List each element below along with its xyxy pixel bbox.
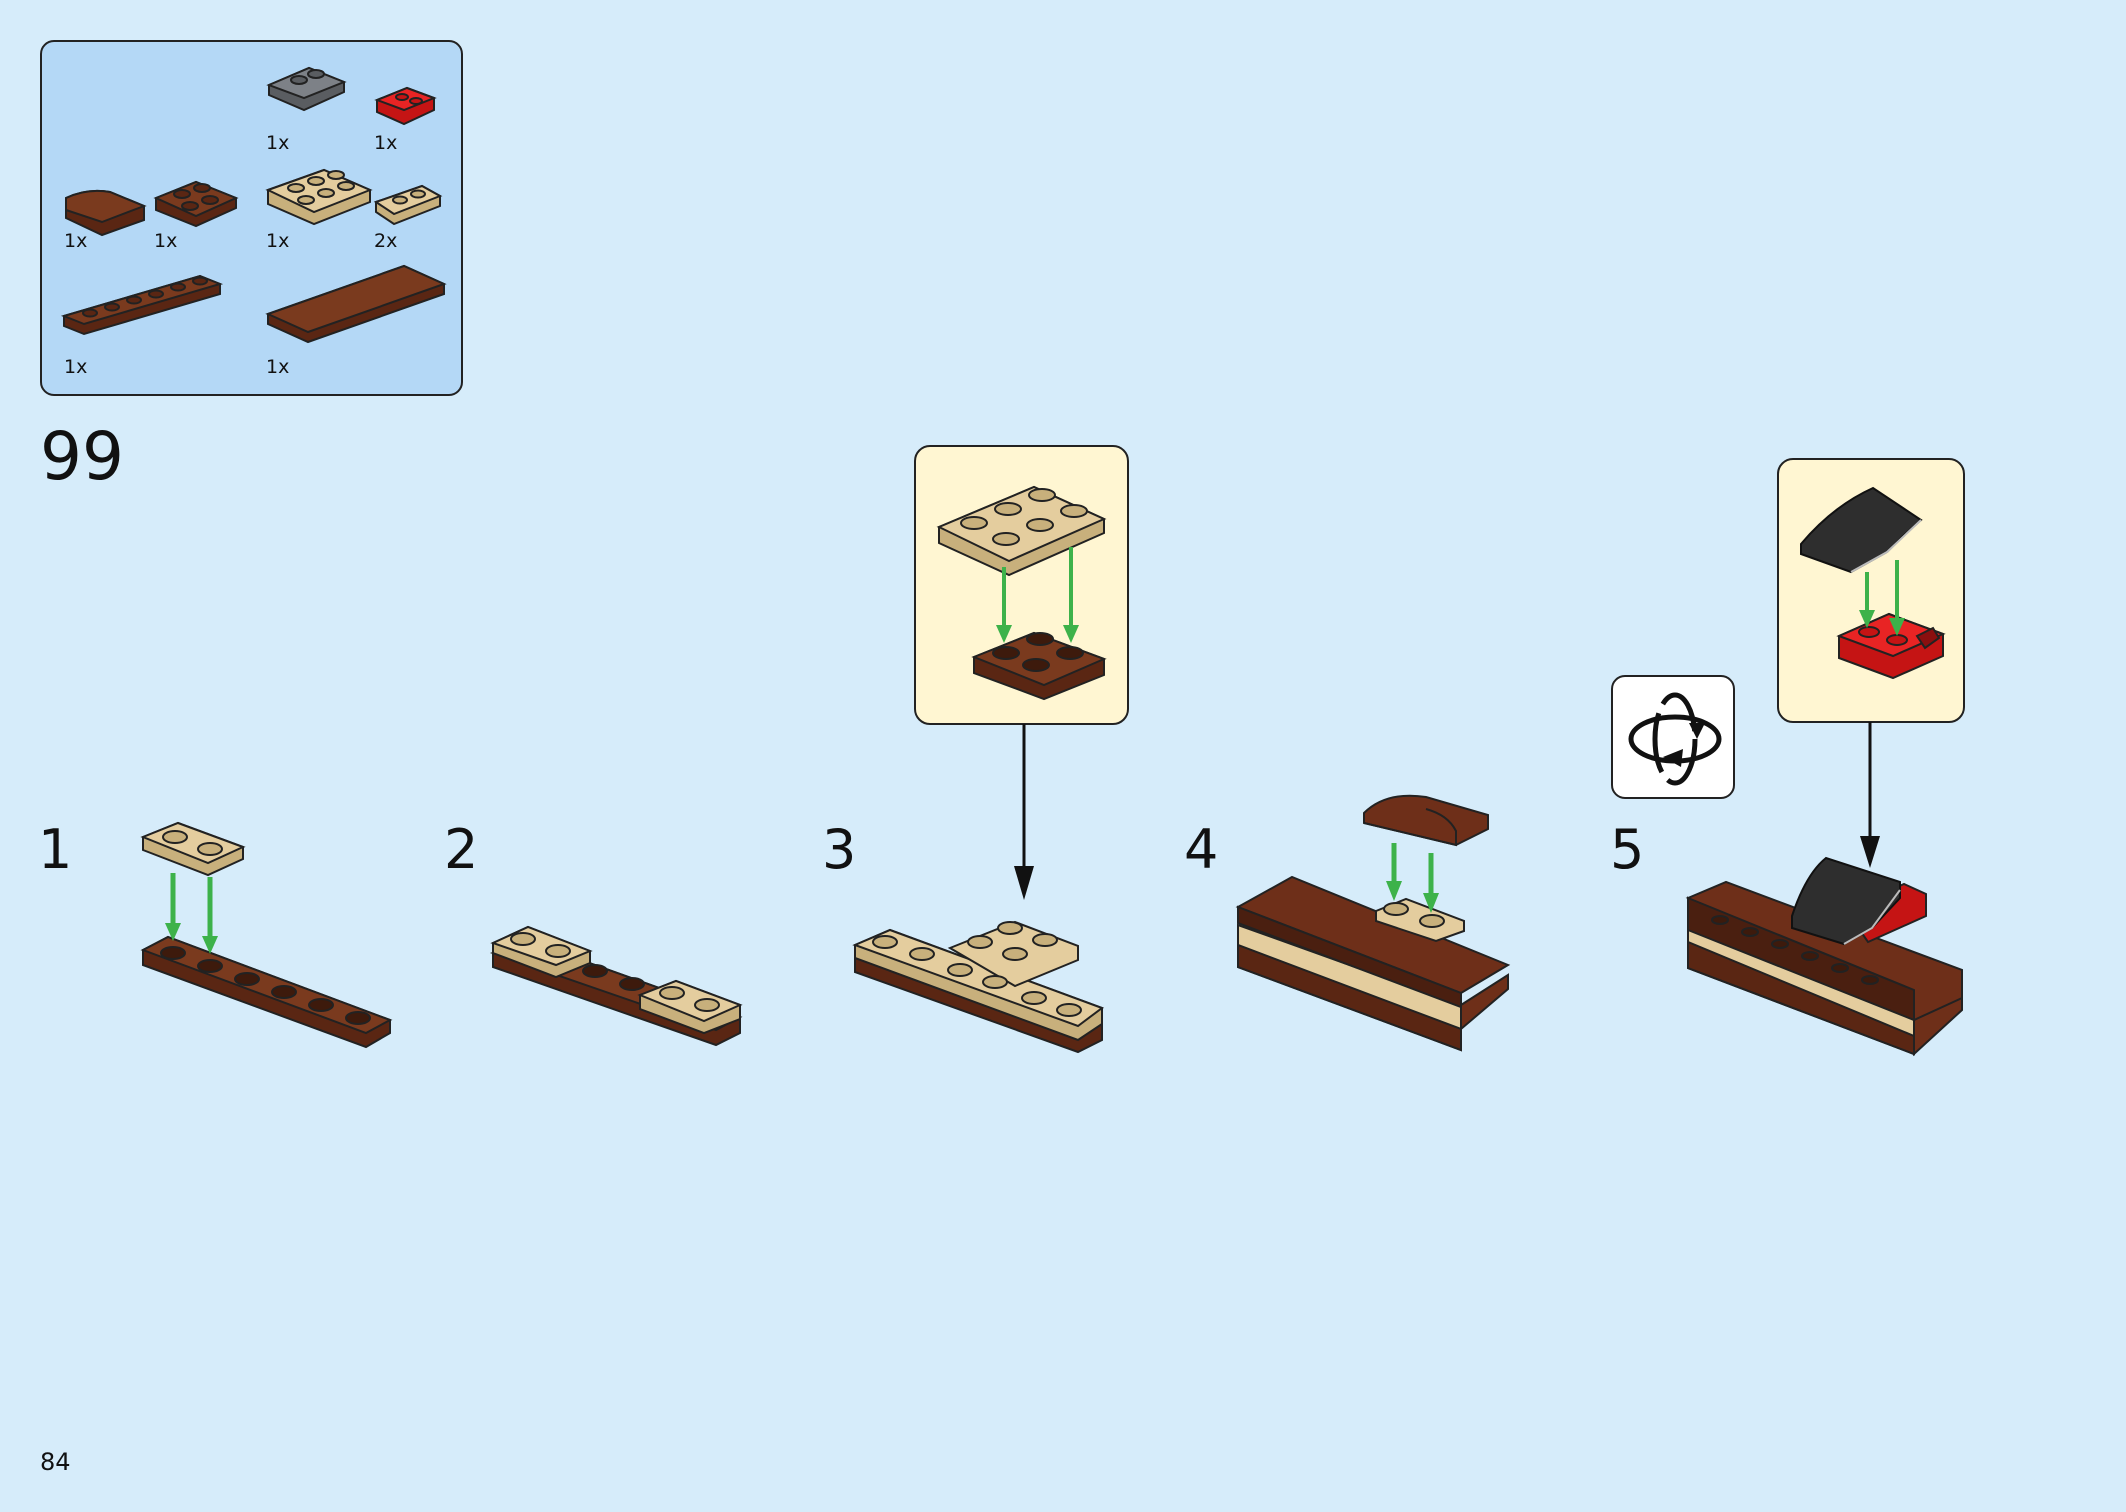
- part-qty: 1x: [64, 230, 88, 252]
- callout-step-3: [914, 445, 1129, 725]
- part-qty: 1x: [266, 356, 290, 378]
- part-gray-slope: [266, 66, 347, 112]
- step-number: 4: [1184, 818, 1219, 881]
- step-number: 1: [38, 818, 73, 881]
- part-qty: 2x: [374, 230, 398, 252]
- callout-step-5: [1777, 458, 1965, 723]
- callout-5-illustration: [1800, 486, 1946, 680]
- step-number: 5: [1610, 818, 1645, 881]
- part-qty: 1x: [64, 356, 88, 378]
- step-1-illustration: [140, 821, 393, 1049]
- part-qty: 1x: [266, 230, 290, 252]
- part-red-clip: [374, 86, 437, 126]
- part-brown-tile-2x6: [265, 264, 447, 344]
- part-qty: 1x: [266, 132, 290, 154]
- step-2-illustration: [489, 925, 743, 1047]
- part-tan-plate-1x2: [373, 184, 443, 226]
- step-3-illustration: [852, 920, 1105, 1054]
- rotate-model-icon: [1628, 692, 1722, 786]
- rotate-model-box: [1611, 675, 1735, 799]
- part-qty: 1x: [374, 132, 398, 154]
- callout-3-illustration: [936, 485, 1107, 701]
- part-qty: 1x: [154, 230, 178, 252]
- step-number: 3: [822, 818, 857, 881]
- step-4-illustration: [1235, 794, 1511, 1052]
- down-arrow-icon: [1860, 722, 1880, 868]
- part-brown-plate-2x2: [153, 180, 239, 228]
- down-arrow-icon: [1014, 724, 1034, 900]
- parts-list-box: 1x 1x 1x 1x 1x 2x: [40, 40, 463, 396]
- step-5-illustration: [1685, 856, 1963, 1057]
- part-brown-curved-slope: [65, 189, 147, 237]
- step-group-number: 99: [40, 418, 124, 495]
- part-tan-plate-2x3: [265, 168, 373, 226]
- page-number: 84: [40, 1448, 71, 1476]
- part-brown-plate-1x6: [60, 274, 224, 336]
- step-number: 2: [444, 818, 479, 881]
